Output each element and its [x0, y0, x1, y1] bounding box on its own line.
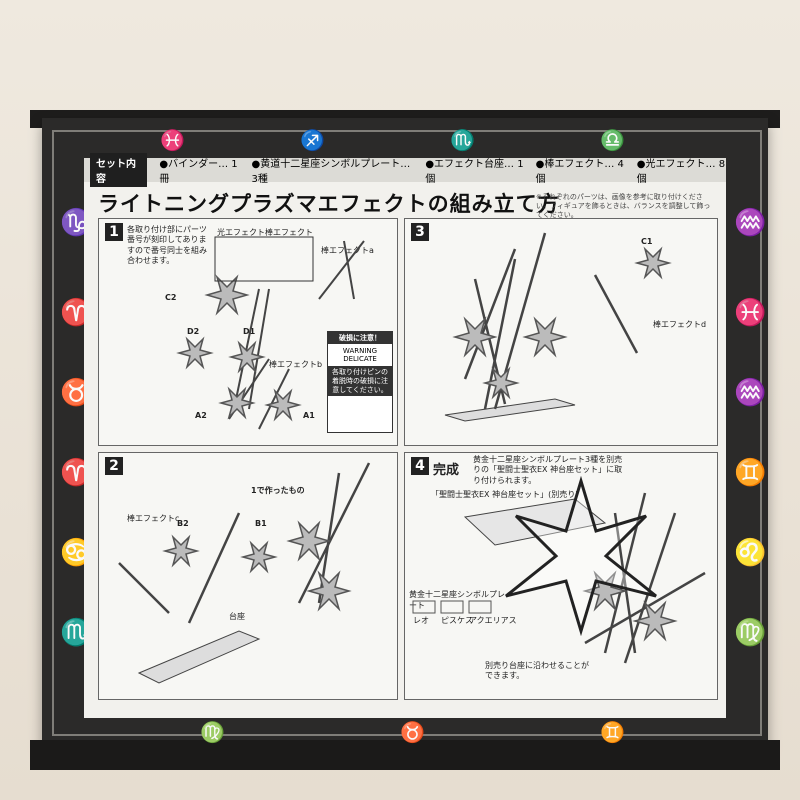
- caution-english: WARNING DELICATE: [342, 347, 378, 363]
- part-b1-label: B1: [255, 519, 267, 528]
- caution-box: 破損に注意！ WARNING DELICATE 各取り付けピンの着脱時の破損に注…: [327, 331, 393, 433]
- complete-label: 完成: [433, 463, 460, 478]
- step-4-footer: 別売り台座に沿わせることができます。: [485, 661, 589, 681]
- rod-a-label: 棒エフェクトa: [321, 246, 374, 255]
- content-item: ●バインダー… 1冊: [159, 159, 238, 185]
- zodiac-icon: ♊: [600, 720, 625, 744]
- zodiac-icon: ♎: [600, 128, 625, 152]
- light-effect-label: 光エフェクト: [217, 228, 265, 237]
- plate-name-leo: レオ: [413, 616, 429, 625]
- step-1-text: 各取り付け部にパーツ番号が刻印してありますので番号同士を組み合わせます。: [127, 225, 207, 266]
- rod-effect-label: 棒エフェクト: [265, 228, 313, 237]
- part-c1-label: C1: [641, 237, 653, 246]
- step-3-panel: 3 C1 棒エフェクトd: [404, 218, 718, 446]
- made-in-step1-label: 1で作ったもの: [251, 486, 305, 495]
- assembly-note: ※それぞれのパーツは、画像を参考に取り付けください。フィギュアを飾るときは、バラ…: [536, 193, 711, 219]
- zodiac-icon: ♏: [450, 128, 475, 152]
- zodiac-icon: ♓: [734, 298, 767, 328]
- zodiac-icon: ♊: [734, 458, 767, 488]
- content-item: ●光エフェクト… 8個: [636, 159, 726, 185]
- step-2-diagram: [118, 462, 371, 684]
- set-contents-tag: セット内容: [90, 153, 148, 187]
- rod-b-label: 棒エフェクトb: [269, 360, 323, 369]
- plate-label: 黄金十二星座シンボルプレート: [409, 590, 505, 610]
- plate-name-aquarius: アクエリアス: [469, 616, 517, 625]
- step-2-panel: 2 棒エフェクトc B2 B1 1で作ったもの 台座: [98, 452, 398, 700]
- box-bottom-edge: [30, 740, 780, 770]
- step-number: 1: [105, 223, 123, 241]
- step-1-diagram: [176, 236, 365, 430]
- rod-d-label: 棒エフェクトd: [653, 320, 707, 329]
- part-a2-label: A2: [195, 411, 207, 420]
- part-d2-label: D2: [187, 327, 200, 336]
- step-number: 4: [411, 457, 429, 475]
- zodiac-icon: ♌: [734, 538, 767, 568]
- zodiac-icon: ♐: [300, 128, 325, 152]
- box-border-frame: [52, 130, 762, 736]
- part-c2-label: C2: [165, 293, 177, 302]
- sold-separately-label: 「聖闘士聖衣EX 神台座セット」(別売り): [431, 490, 579, 499]
- rod-c-label: 棒エフェクトc: [127, 514, 180, 523]
- zodiac-icon: ♉: [400, 720, 425, 744]
- page-title: ライトニングプラズマエフェクトの組み立て方: [98, 192, 560, 216]
- set-contents-header: セット内容 ●バインダー… 1冊 ●黄道十二星座シンボルプレート… 3種 ●エフ…: [84, 153, 726, 187]
- base-label: 台座: [229, 612, 245, 621]
- part-d1-label: D1: [243, 327, 256, 336]
- step-number: 3: [411, 223, 429, 241]
- content-item: ●棒エフェクト… 4個: [535, 159, 624, 185]
- content-item: ●エフェクト台座… 1個: [425, 159, 524, 185]
- caution-text: 各取り付けピンの着脱時の破損に注意してください。: [328, 366, 392, 397]
- step-1-panel: 1 各取り付け部にパーツ番号が刻印してありますので番号同士を組み合わせます。 光…: [98, 218, 398, 446]
- caution-title: 破損に注意！: [328, 332, 392, 344]
- zodiac-icon: ♓: [160, 128, 185, 152]
- plate-name-pisces: ピスケス: [441, 616, 473, 625]
- part-b2-label: B2: [177, 519, 189, 528]
- zodiac-icon: ♍: [734, 618, 767, 648]
- zodiac-icon: ♒: [734, 208, 767, 238]
- zodiac-icon: ♒: [734, 378, 767, 408]
- step-3-diagram: [444, 232, 672, 422]
- step-4-text: 黄金十二星座シンボルプレート3種を別売りの「聖闘士聖衣EX 神台座セット」に取り…: [473, 455, 623, 485]
- part-a1-label: A1: [303, 411, 315, 420]
- watermark-logo-icon: [505, 476, 657, 636]
- step-number: 2: [105, 457, 123, 475]
- zodiac-icon: ♍: [200, 720, 225, 744]
- content-item: ●黄道十二星座シンボルプレート… 3種: [251, 159, 411, 185]
